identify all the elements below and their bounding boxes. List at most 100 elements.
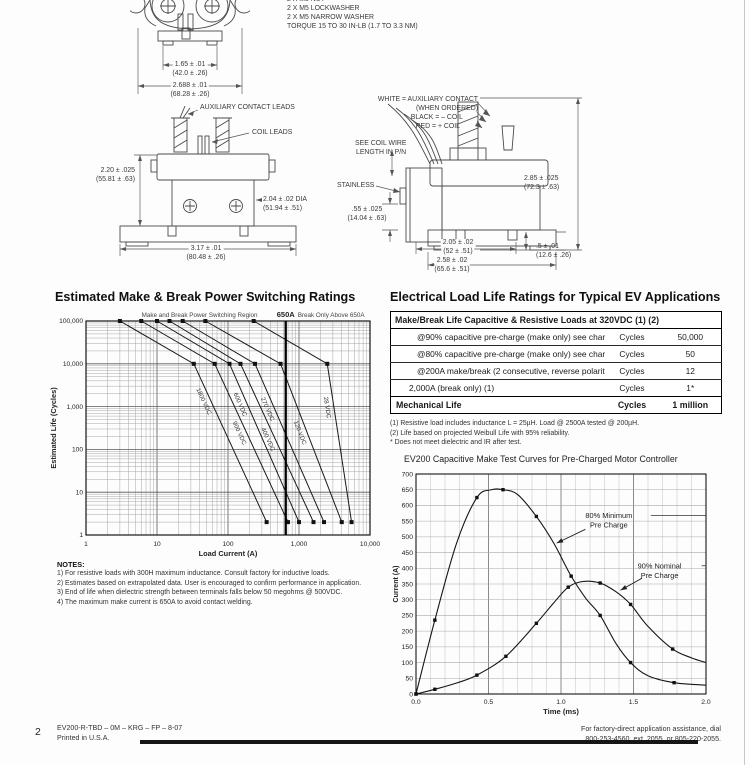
rear-dim-bracket-in: .55 ± .025 (349, 206, 385, 215)
rear-dim-base-in: 2.58 ± .02 (434, 257, 470, 266)
svg-text:Estimated Life (Cycles): Estimated Life (Cycles) (49, 387, 58, 469)
svg-text:1: 1 (79, 532, 83, 539)
rear-dim-height-mm: (72.3 ± .63) (524, 184, 560, 191)
wire-color-white-note2: (WHEN ORDERED) (415, 105, 478, 112)
svg-text:450: 450 (402, 550, 414, 557)
side-dim-width-mm: (80.48 ± .26) (184, 254, 228, 263)
part-code: EV200-R-TBD – 0M – KRG – FP – 8-07 (57, 724, 183, 732)
svg-text:1: 1 (84, 541, 88, 548)
note-line: 1) For resistive loads with 300H maximum… (57, 570, 330, 578)
svg-text:650: 650 (402, 487, 414, 494)
wire-color-white-note: WHITE = AUXILIARY CONTACT (377, 96, 478, 103)
table-row: 2,000A (break only) (1) Cycles 1* (390, 379, 722, 397)
table-row: @200A make/break (2 consecutive, reverse… (390, 362, 722, 380)
mount-note-line: 2 X M5 NARROW WASHER (287, 14, 375, 21)
rear-dim-slot-in: 2.05 ± .02 (440, 239, 476, 248)
row-value: 1* (659, 379, 722, 397)
rear-dim-base-mm: (65.6 ± .51) (432, 266, 472, 275)
rear-dim-foot-mm: (12.6 ± .26) (536, 252, 572, 259)
svg-text:400: 400 (402, 566, 414, 573)
front-dim-overall-mm: (68.28 ± .26) (168, 91, 212, 100)
svg-text:10: 10 (153, 541, 161, 548)
svg-text:1800 VDC: 1800 VDC (194, 387, 213, 416)
footnote-line: (2) Life based on projected Weibull Life… (390, 429, 570, 437)
row-desc: @80% capacitive pre-charge (make only) s… (390, 345, 605, 363)
row-desc: @200A make/break (2 consecutive, reverse… (390, 362, 605, 380)
page-edge-line (744, 0, 745, 765)
svg-text:550: 550 (402, 518, 414, 525)
assistance-note: For factory-direct application assistanc… (581, 724, 721, 744)
svg-text:10,000: 10,000 (63, 361, 84, 368)
power-switching-title: Estimated Make & Break Power Switching R… (55, 290, 356, 304)
svg-text:600: 600 (402, 503, 414, 510)
footnote-line: (1) Resistive load includes inductance L… (390, 420, 640, 427)
coil-wire-note-1: SEE COIL WIRE (355, 140, 407, 147)
svg-text:50: 50 (405, 676, 413, 683)
bottom-rule (140, 740, 698, 744)
svg-text:650A: 650A (277, 310, 296, 319)
svg-text:350: 350 (402, 581, 414, 588)
row-value: 50 (659, 345, 722, 363)
mount-note-line: 2 X M5 NUT (287, 0, 418, 4)
rear-dim-slot-mm: (52 ± .51) (441, 248, 475, 257)
coil-wire-note-2: LENGTH IN P/N (356, 149, 407, 156)
side-dim-height-mm: (55.81 ± .63) (95, 176, 135, 183)
svg-text:80% Minimum: 80% Minimum (585, 511, 632, 520)
mount-note-line: TORQUE 15 TO 30 IN-LB (1.7 TO 3.3 NM) (287, 23, 418, 30)
svg-text:150: 150 (402, 644, 414, 651)
table-footnotes: (1) Resistive load includes inductance L… (390, 419, 639, 448)
mount-hardware-note: 2 X M5 NUT 2 X M5 LOCKWASHER 2 X M5 NARR… (287, 0, 418, 31)
printed-in: Printed in U.S.A. (57, 734, 110, 742)
row-unit: Cycles (604, 362, 660, 380)
svg-text:250: 250 (402, 613, 414, 620)
row-unit: Cycles (604, 379, 660, 397)
svg-text:10: 10 (76, 489, 84, 496)
svg-text:1,000: 1,000 (66, 404, 83, 411)
aux-contact-leads-label: AUXILIARY CONTACT LEADS (200, 104, 295, 111)
svg-text:1.0: 1.0 (556, 699, 566, 706)
mount-note-line: 2 X M5 LOCKWASHER (287, 5, 360, 12)
load-life-table: Make/Break Life Capacitive & Resistive L… (390, 311, 722, 414)
notes-title: NOTES: (57, 560, 85, 569)
svg-text:Make and Break Power Switching: Make and Break Power Switching Region (142, 312, 258, 319)
note-line: 3) End of life when dielectric strength … (57, 589, 343, 597)
coil-leads-label: COIL LEADS (252, 129, 293, 136)
row-desc: @90% capacitive pre-charge (make only) s… (390, 328, 605, 346)
svg-text:Pre Charge: Pre Charge (590, 521, 628, 530)
rear-dim-height-in: 2.85 ± .025 (524, 175, 559, 182)
svg-text:0.0: 0.0 (411, 699, 421, 706)
row-unit: Cycles (604, 328, 660, 346)
svg-text:10,000: 10,000 (360, 541, 381, 548)
row-unit: Cycles (604, 396, 660, 414)
table-row-mechanical-life: Mechanical Life Cycles 1 million (390, 396, 722, 414)
rear-view-drawing (375, 97, 582, 270)
row-desc: Mechanical Life (390, 396, 605, 414)
svg-text:100: 100 (72, 447, 83, 454)
svg-text:Load Current (A): Load Current (A) (199, 549, 258, 558)
table-header-cell: Make/Break Life Capacitive & Resistive L… (390, 311, 722, 329)
row-value: 12 (659, 362, 722, 380)
rear-dim-bracket-mm: (14.04 ± .63) (345, 215, 389, 224)
page-number: 2 (35, 726, 41, 738)
svg-text:900 VDC: 900 VDC (231, 420, 248, 446)
wire-color-red-note: RED = + COIL (415, 123, 460, 130)
wire-color-black-note: BLACK = – COIL (410, 114, 463, 121)
side-dim-width-in: 3.17 ± .01 (188, 245, 224, 254)
row-value: 1 million (659, 396, 722, 414)
note-line: 4) The maximum make current is 650A to a… (57, 598, 253, 606)
front-dim-overall-in: 2.688 ± .01 (170, 82, 210, 91)
svg-text:700: 700 (402, 471, 414, 478)
note-line: 2) Estimates based on extrapolated data.… (57, 579, 362, 587)
svg-text:0: 0 (409, 691, 413, 698)
svg-text:100: 100 (222, 541, 233, 548)
stainless-label: STAINLESS (337, 182, 375, 189)
svg-text:500: 500 (402, 534, 414, 541)
svg-text:300: 300 (402, 597, 414, 604)
table-row: @80% capacitive pre-charge (make only) s… (390, 345, 722, 363)
assistance-line: 800-253-4560, ext. 2055, or 805-220-2055… (585, 735, 721, 743)
svg-text:Time (ms): Time (ms) (543, 707, 579, 716)
footnote-line: * Does not meet dielectric and IR after … (390, 439, 522, 447)
